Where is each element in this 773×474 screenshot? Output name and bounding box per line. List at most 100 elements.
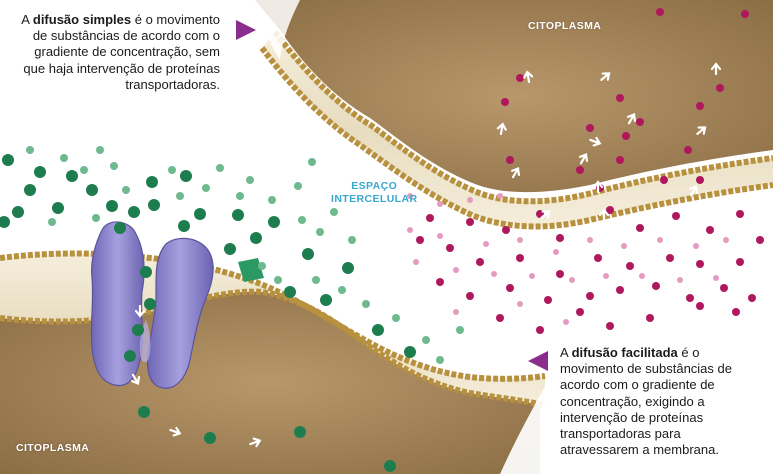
light-green-molecule (422, 336, 430, 344)
pink-molecule (407, 193, 413, 199)
pink-molecule (453, 309, 459, 315)
magenta-molecule (496, 314, 504, 322)
top-membrane-inner-heads (272, 30, 773, 205)
dark-green-molecule (204, 432, 216, 444)
pink-molecule (437, 233, 443, 239)
white-arrow-icon (626, 113, 637, 125)
green-tube (238, 258, 264, 282)
pink-molecules (407, 193, 729, 325)
light-green-molecule (298, 216, 306, 224)
pink-molecule (407, 227, 413, 233)
light-green-molecule (362, 300, 370, 308)
top-cytoplasm (255, 0, 773, 193)
dark-green-molecule (250, 232, 262, 244)
channel-molecule (238, 258, 264, 282)
magenta-molecule (576, 166, 584, 174)
pink-molecule (467, 197, 473, 203)
magenta-molecule (516, 254, 524, 262)
dark-green-molecule (2, 154, 14, 166)
pink-molecule (587, 237, 593, 243)
dark-green-molecule (52, 202, 64, 214)
light-green-molecule (330, 208, 338, 216)
white-arrow-icon (710, 62, 722, 76)
pink-molecule (491, 271, 497, 277)
light-green-molecule (338, 286, 346, 294)
magenta-molecule (466, 292, 474, 300)
magenta-molecules (416, 8, 764, 334)
bottom-membrane-outer-heads (0, 250, 546, 382)
pink-molecule (723, 237, 729, 243)
dark-green-molecule (284, 286, 296, 298)
dark-green-molecule (232, 209, 244, 221)
magenta-molecule (741, 10, 749, 18)
pink-molecule (621, 243, 627, 249)
dark-green-molecule (404, 346, 416, 358)
pink-molecule (517, 237, 523, 243)
dark-green-molecule (148, 199, 160, 211)
pointer-triangle-right-icon (236, 20, 256, 40)
magenta-molecule (696, 102, 704, 110)
light-green-molecule (308, 158, 316, 166)
pink-molecule (603, 273, 609, 279)
magenta-molecule (556, 234, 564, 242)
white-arrow-icon (578, 153, 589, 165)
bottom-white-fade (500, 330, 773, 474)
light-green-molecule (316, 228, 324, 236)
magenta-molecule (501, 98, 509, 106)
facilitated-diffusion-caption: A difusão facilitada é o movimento de su… (560, 345, 760, 458)
pink-molecule (563, 319, 569, 325)
dark-green-molecule (0, 216, 10, 228)
simple-rest: é o movimento de substâncias de acordo c… (23, 12, 220, 92)
pink-molecule (569, 277, 575, 283)
pointer-triangle-left-icon (528, 351, 548, 371)
magenta-molecule (686, 294, 694, 302)
magenta-molecule (502, 226, 510, 234)
magenta-molecule (576, 308, 584, 316)
light-green-molecule (312, 276, 320, 284)
light-green-molecule (246, 176, 254, 184)
magenta-molecule (506, 284, 514, 292)
white-arrow-icon (540, 210, 551, 219)
magenta-molecule (756, 236, 764, 244)
magenta-molecule (622, 132, 630, 140)
pink-molecule (437, 201, 443, 207)
magenta-molecule (732, 308, 740, 316)
magenta-molecule (666, 254, 674, 262)
dark-green-molecule (180, 170, 192, 182)
magenta-molecule (646, 314, 654, 322)
pink-molecule (657, 237, 663, 243)
magenta-molecule (616, 156, 624, 164)
magenta-molecule (636, 224, 644, 232)
dark-green-molecule (12, 206, 24, 218)
magenta-molecule (426, 214, 434, 222)
light-green-molecule (176, 192, 184, 200)
light-green-molecule (274, 276, 282, 284)
magenta-molecule (720, 284, 728, 292)
light-green-molecule (236, 192, 244, 200)
cytoplasm-label-bottom: CITOPLASMA (16, 442, 90, 454)
top-white-fade (255, 0, 300, 60)
light-green-molecule (48, 218, 56, 226)
magenta-molecule (606, 206, 614, 214)
magenta-molecule (586, 292, 594, 300)
white-arrow-icon (134, 304, 146, 318)
white-arrow-icon (598, 208, 610, 222)
magenta-molecule (696, 176, 704, 184)
dark-green-molecule (302, 248, 314, 260)
magenta-molecule (536, 326, 544, 334)
magenta-molecule (416, 236, 424, 244)
pink-molecule (497, 193, 503, 199)
light-green-molecule (392, 314, 400, 322)
dark-green-molecule (320, 294, 332, 306)
cytoplasm-label-top: CITOPLASMA (528, 20, 602, 32)
top-cell (255, 0, 773, 230)
magenta-molecule (556, 270, 564, 278)
light-green-molecule (216, 164, 224, 172)
magenta-molecule (696, 260, 704, 268)
top-membrane-tails (262, 32, 773, 227)
pink-molecule (677, 277, 683, 283)
dark-green-molecule (106, 200, 118, 212)
dark-green-molecule (124, 350, 136, 362)
light-green-molecule (202, 184, 210, 192)
